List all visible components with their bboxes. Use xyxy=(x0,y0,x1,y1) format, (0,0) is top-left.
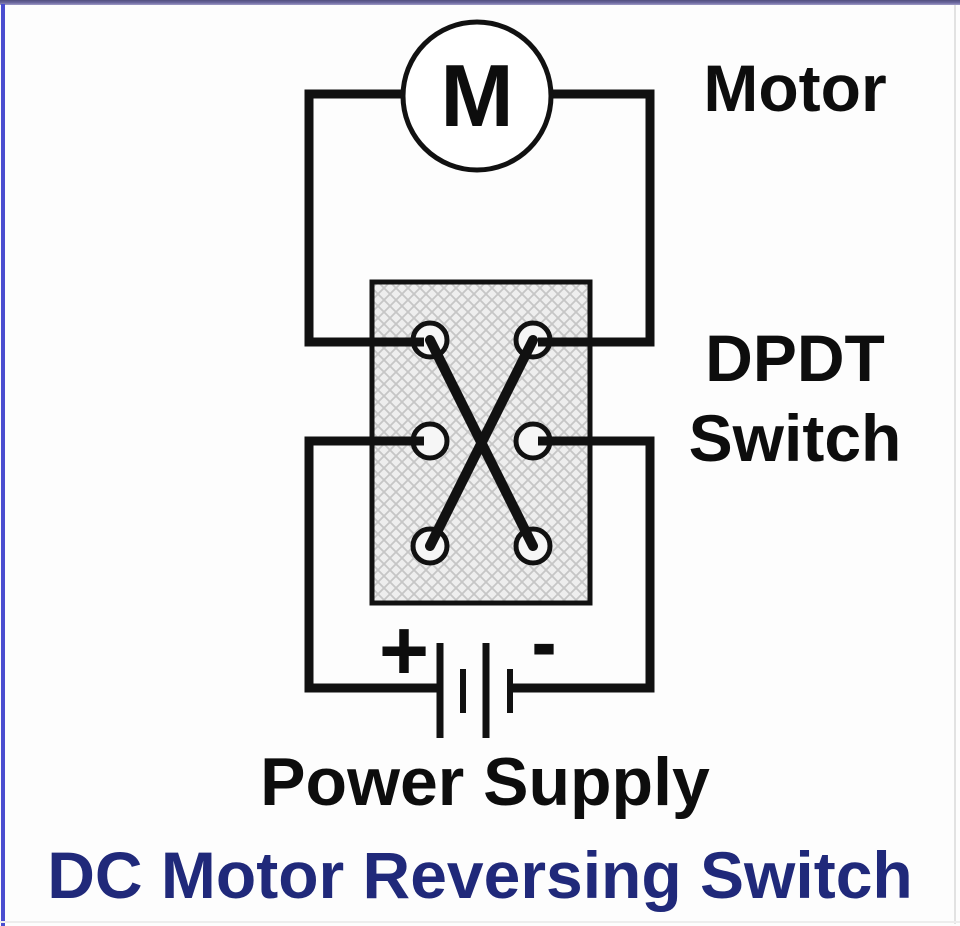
motor-label: Motor xyxy=(703,51,887,125)
power-supply-label: Power Supply xyxy=(260,744,710,820)
bottom-border xyxy=(0,921,960,923)
crossover-wire-2 xyxy=(425,335,538,551)
crossover-wires xyxy=(425,335,538,551)
wire-motor-loop-right xyxy=(538,89,655,347)
right-border xyxy=(954,5,956,924)
motor-symbol-circle xyxy=(400,19,554,173)
wire-power-loop-left xyxy=(304,436,437,693)
battery-positive-label: + xyxy=(379,603,429,699)
wire-power-loop-right xyxy=(512,436,655,693)
top-border xyxy=(0,0,960,5)
left-border xyxy=(1,4,5,926)
dpdt-switch-label: DPDT Switch xyxy=(650,318,940,478)
wire-motor-loop-left xyxy=(304,89,424,347)
page-title: DC Motor Reversing Switch xyxy=(47,838,913,912)
dpdt-switch-label-line1: DPDT xyxy=(705,321,885,395)
dpdt-switch-label-line2: Switch xyxy=(688,401,902,475)
motor-symbol-letter: M xyxy=(440,46,514,145)
battery-negative-label: - xyxy=(533,608,554,680)
battery-symbol xyxy=(436,643,513,738)
